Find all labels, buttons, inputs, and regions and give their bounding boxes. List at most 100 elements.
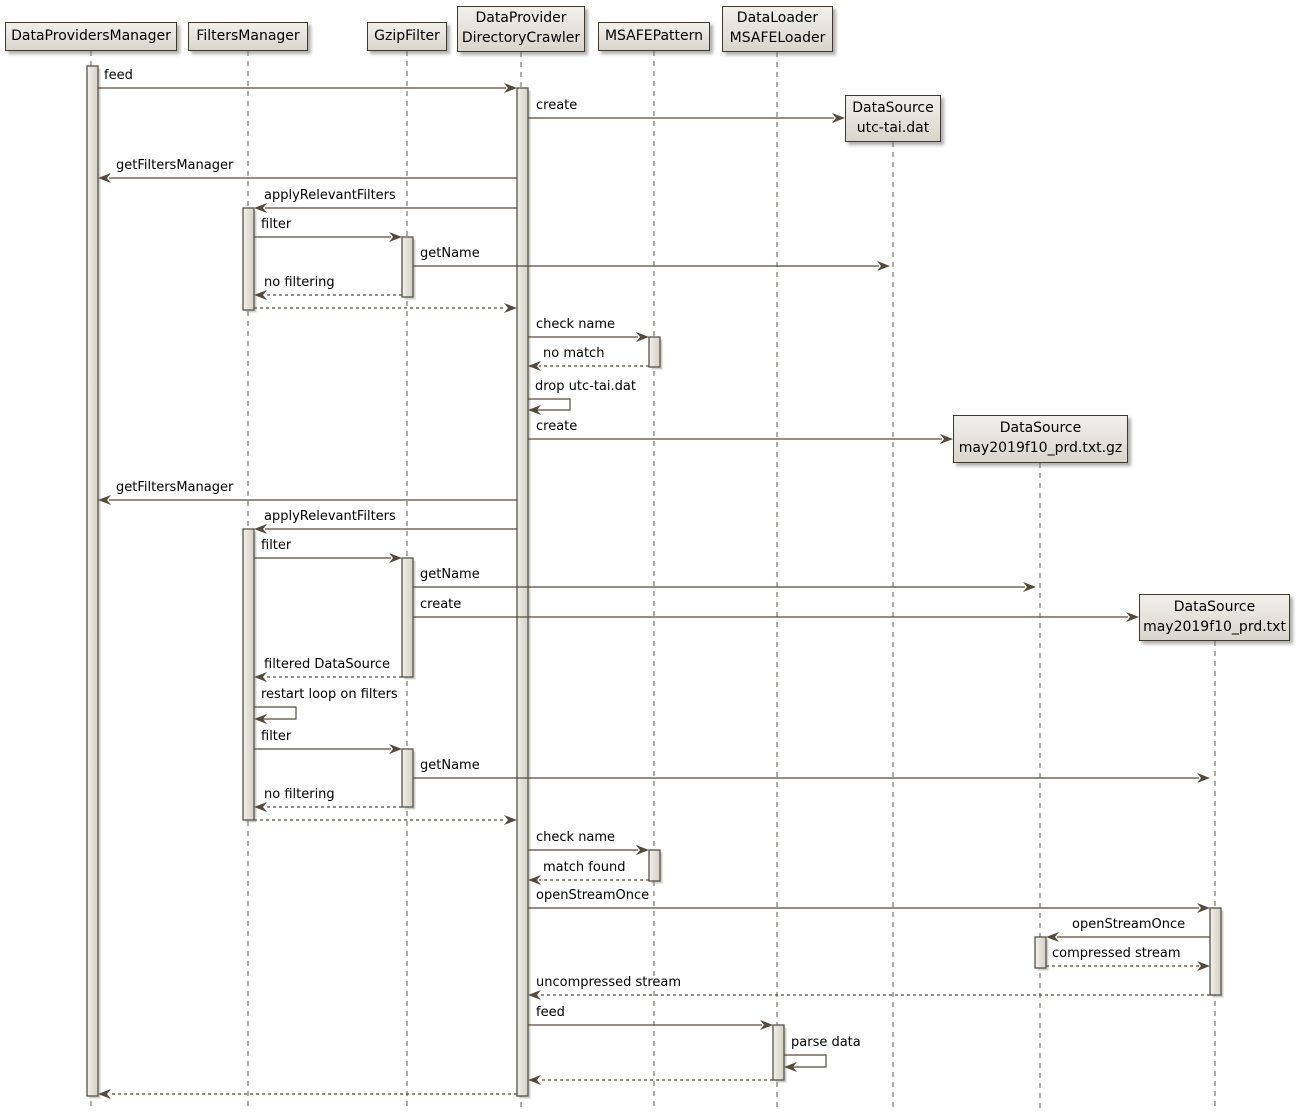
message-label: match found [543, 860, 626, 875]
activation-bar [242, 207, 255, 311]
arrowhead [98, 1089, 111, 1099]
arrowhead [528, 405, 541, 415]
arrowhead [1046, 932, 1059, 942]
arrowhead [528, 361, 541, 371]
arrowhead [254, 290, 267, 300]
arrowhead [636, 332, 649, 342]
message-label: compressed stream [1052, 946, 1181, 961]
participant-label: DataProvider [475, 10, 567, 27]
self-message-arrow [784, 1054, 827, 1068]
arrowhead [877, 261, 890, 271]
message-label: no filtering [264, 275, 335, 290]
message-label: getName [420, 246, 480, 261]
arrowhead [504, 815, 517, 825]
participant-box-directory-crawler: DataProvider DirectoryCrawler [457, 6, 585, 52]
participant-label: FiltersManager [196, 27, 300, 44]
message-label: create [536, 419, 578, 434]
message-label: getName [420, 758, 480, 773]
message-label: feed [104, 68, 133, 83]
participant-box-msafe-pattern: MSAFEPattern [598, 22, 710, 51]
arrowhead [1126, 612, 1139, 622]
participant-label: DirectoryCrawler [461, 30, 581, 46]
message-label: drop utc-tai.dat [535, 379, 636, 394]
arrowhead [784, 1062, 797, 1072]
arrowhead [389, 553, 402, 563]
activation-bar [772, 1024, 785, 1081]
message-label: applyRelevantFilters [264, 509, 396, 524]
message-label: create [536, 98, 578, 113]
activation-bar [242, 528, 255, 821]
message-label: filter [261, 729, 292, 744]
participant-box-filters-manager: FiltersManager [188, 22, 308, 51]
participant-box-datasource-utc-tai: DataSource utc-tai.dat [845, 95, 941, 142]
message-label: filtered DataSource [264, 657, 391, 672]
self-message-arrow [528, 398, 571, 411]
arrowhead [636, 845, 649, 855]
message-label: restart loop on filters [261, 687, 398, 702]
activation-bar [648, 849, 661, 882]
participant-box-msafe-loader: DataLoader MSAFELoader [722, 6, 833, 52]
message-label: openStreamOnce [1072, 917, 1186, 932]
activation-bar [86, 65, 99, 1097]
activation-bar [401, 236, 414, 298]
message-label: applyRelevantFilters [264, 188, 396, 203]
message-label: parse data [791, 1035, 861, 1050]
participant-box-gzip-filter: GzipFilter [367, 22, 447, 51]
message-label: getFiltersManager [116, 158, 234, 173]
arrowhead [1197, 773, 1210, 783]
arrowhead [1023, 582, 1036, 592]
message-label: check name [536, 317, 616, 332]
participant-label: DataSource [852, 99, 934, 116]
message-label: no filtering [264, 787, 335, 802]
message-label: check name [536, 830, 616, 845]
arrowhead [1197, 903, 1210, 913]
arrowhead [254, 524, 267, 534]
participant-label: may2019f10_prd.txt.gz [958, 440, 1123, 456]
arrowhead [254, 714, 267, 724]
self-message-arrow [254, 706, 297, 720]
activation-bar [401, 557, 414, 678]
activation-bar [1209, 907, 1222, 996]
participant-label: MSAFEPattern [604, 27, 704, 44]
activation-bar [401, 748, 414, 808]
arrowhead [254, 802, 267, 812]
arrowhead [528, 990, 541, 1000]
participant-label: DataLoader [736, 10, 819, 27]
participant-label: DataProvidersManager [11, 27, 171, 44]
message-label: filter [261, 538, 292, 553]
message-label: uncompressed stream [536, 975, 682, 990]
arrowhead [528, 875, 541, 885]
arrowhead [832, 113, 845, 123]
arrowhead [389, 744, 402, 754]
message-label: getName [420, 567, 480, 582]
message-label: create [420, 597, 462, 612]
participant-box-datasource-txt: DataSource may2019f10_prd.txt [1139, 594, 1290, 641]
message-label: no match [543, 346, 605, 361]
arrowhead [98, 495, 111, 505]
message-label: openStreamOnce [536, 888, 650, 903]
arrowhead [1197, 961, 1210, 971]
message-label: filter [261, 217, 292, 232]
message-label: feed [536, 1005, 565, 1020]
arrowhead [504, 303, 517, 313]
arrowhead [940, 434, 953, 444]
activation-bar [1034, 936, 1047, 969]
participant-label: DataSource [999, 420, 1082, 437]
activation-bar [516, 87, 529, 1097]
arrowhead [254, 203, 267, 213]
arrowhead [389, 232, 402, 242]
participant-label: utc-tai.dat [856, 119, 930, 136]
participant-box-datasource-gz: DataSource may2019f10_prd.txt.gz [953, 415, 1128, 463]
arrowhead [760, 1020, 773, 1030]
participant-label: MSAFELoader [729, 30, 826, 46]
participant-label: GzipFilter [374, 27, 440, 44]
arrowhead [254, 672, 267, 682]
participant-box-data-providers-manager: DataProvidersManager [5, 22, 177, 51]
arrowhead [504, 83, 517, 93]
participant-label: may2019f10_prd.txt [1143, 618, 1286, 635]
participant-label: DataSource [1173, 598, 1256, 615]
arrowhead [98, 173, 111, 183]
message-label: getFiltersManager [116, 480, 234, 495]
